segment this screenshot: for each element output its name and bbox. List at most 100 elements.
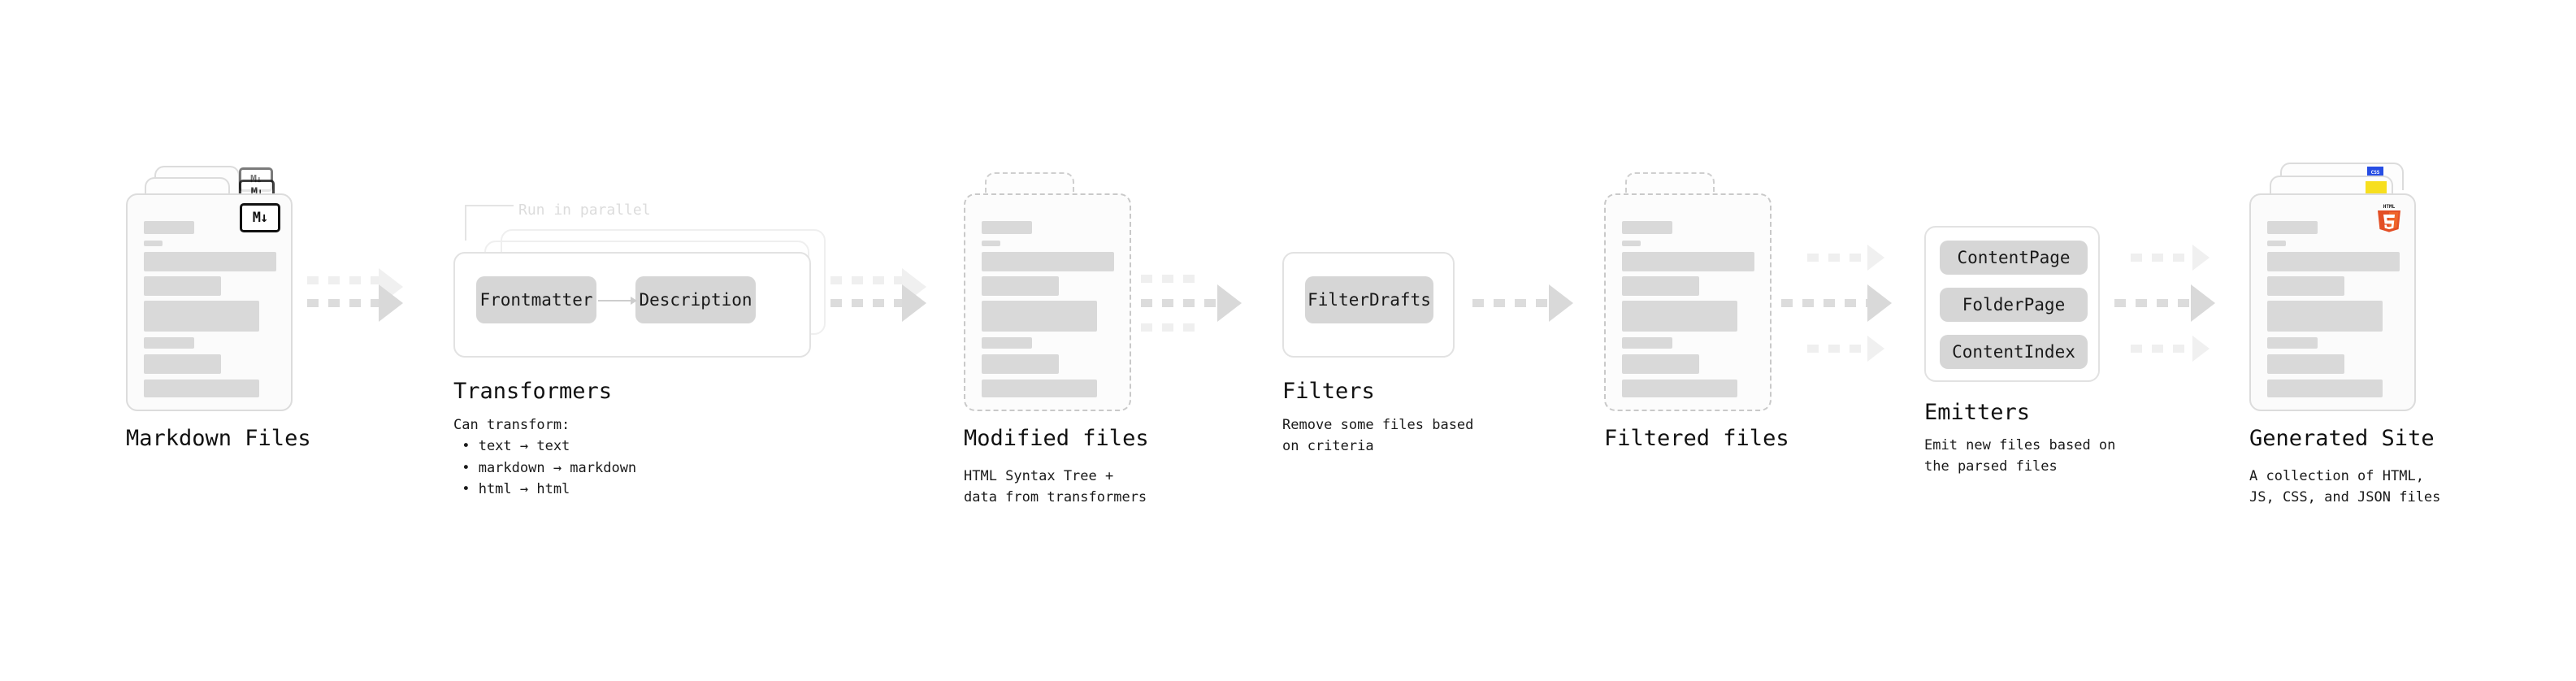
- filtered-files-card[interactable]: [1604, 193, 1772, 411]
- modified-files-card[interactable]: [964, 193, 1131, 411]
- transformer-pill-description[interactable]: Description: [635, 276, 756, 323]
- arrow-filters-to-filtered: [1472, 284, 1586, 333]
- arrow-dash-faint: [1141, 275, 1198, 283]
- skeleton-bar: [982, 241, 1000, 246]
- transformer-inner-arrow: [598, 300, 634, 301]
- skeleton-bar: [982, 221, 1032, 234]
- skeleton-bar: [144, 221, 194, 234]
- skeleton-bar: [2267, 301, 2383, 332]
- stage-title-generated-site: Generated Site: [2249, 426, 2435, 451]
- skeleton-bar: [982, 354, 1059, 374]
- skeleton-bar: [2267, 276, 2344, 296]
- transformer-pill-frontmatter[interactable]: Frontmatter: [476, 276, 596, 323]
- skeleton-bar: [2267, 221, 2318, 234]
- arrow-head: [2191, 284, 2215, 322]
- stage-subtitle-transformers: Can transform: • text → text • markdown …: [453, 417, 637, 498]
- stage-title-filters: Filters: [1282, 379, 1375, 404]
- skeleton-bar: [982, 337, 1032, 349]
- arrow-dash: [307, 299, 384, 307]
- skeleton-bar: [1622, 337, 1672, 349]
- skeleton-bar: [144, 252, 276, 271]
- skeleton-bar: [1622, 241, 1641, 246]
- filter-pill-label: FilterDrafts: [1308, 290, 1431, 310]
- arrow-head: [1549, 284, 1573, 322]
- arrow-dash-faint: [2131, 254, 2196, 262]
- stage-title-modified-files: Modified files: [964, 426, 1149, 451]
- transformers-box[interactable]: Frontmatter Description: [453, 252, 811, 358]
- skeleton-bar: [1622, 276, 1699, 296]
- skeleton-bar: [2267, 337, 2318, 349]
- skeleton-bar: [144, 301, 259, 332]
- skeleton-bar: [144, 337, 194, 349]
- arrow-dash-faint: [307, 276, 384, 284]
- markdown-badge: M↓: [240, 203, 280, 232]
- stage-subtitle-modified-files: HTML Syntax Tree + data from transformer…: [964, 468, 1147, 506]
- emitter-pill-label: FolderPage: [1962, 295, 2066, 314]
- html5-badge: HTML: [2375, 202, 2403, 234]
- filter-pill-filterdrafts[interactable]: FilterDrafts: [1305, 276, 1433, 323]
- skeleton-bar: [2267, 354, 2344, 374]
- skeleton-bar: [144, 354, 221, 374]
- stage-subtitle-emitters: Emit new files based on the parsed files: [1924, 437, 2116, 475]
- skeleton-bar: [1622, 252, 1754, 271]
- skeleton-bar: [982, 276, 1059, 296]
- emitter-pill-contentindex[interactable]: ContentIndex: [1940, 335, 2088, 369]
- arrow-head-faint: [1867, 336, 1884, 362]
- css-badge: CSS: [2367, 167, 2383, 176]
- transformer-pill-label: Description: [639, 290, 752, 310]
- stage-title-emitters: Emitters: [1924, 400, 2031, 425]
- generated-site-card[interactable]: HTML: [2249, 193, 2416, 411]
- skeleton-bar: [982, 380, 1097, 397]
- emitter-pill-label: ContentPage: [1957, 248, 2071, 267]
- run-in-parallel-label: Run in parallel: [518, 202, 651, 219]
- skeleton-bar: [2267, 241, 2286, 246]
- transformer-pill-label: Frontmatter: [479, 290, 593, 310]
- skeleton-bar: [144, 380, 259, 397]
- emitter-pill-contentpage[interactable]: ContentPage: [1940, 241, 2088, 275]
- skeleton-bar: [2267, 380, 2383, 397]
- arrow-dash: [830, 299, 908, 307]
- arrow-dash: [1472, 299, 1554, 307]
- arrow-head-faint: [2192, 336, 2210, 362]
- js-badge: [2366, 181, 2387, 194]
- filters-box[interactable]: FilterDrafts: [1282, 252, 1455, 358]
- arrow-transformers-to-modified: [830, 268, 944, 349]
- skeleton-bar: [982, 301, 1097, 332]
- arrow-dash: [1141, 299, 1222, 307]
- stage-title-markdown-files: Markdown Files: [126, 426, 311, 451]
- arrow-dash-faint: [1141, 323, 1198, 332]
- skeleton-bar: [144, 276, 221, 296]
- arrow-dash: [2114, 299, 2196, 307]
- arrow-filtered-to-emitters: [1781, 232, 1919, 379]
- arrow-emitters-to-site: [2114, 232, 2261, 379]
- emitter-pill-folderpage[interactable]: FolderPage: [1940, 288, 2088, 322]
- parallel-bracket: [465, 205, 514, 241]
- arrow-head: [379, 284, 403, 322]
- arrow-dash-faint: [2131, 345, 2196, 353]
- arrow-markdown-to-transformers: [307, 268, 421, 349]
- arrow-modified-to-filters: [1141, 268, 1263, 358]
- arrow-head: [1867, 284, 1892, 322]
- skeleton-bar: [1622, 354, 1699, 374]
- svg-text:HTML: HTML: [2383, 204, 2396, 210]
- arrow-dash-faint: [1807, 345, 1872, 353]
- markdown-file-card[interactable]: M↓: [126, 193, 293, 411]
- skeleton-bar: [982, 252, 1114, 271]
- skeleton-bar: [144, 241, 163, 246]
- skeleton-bar: [1622, 301, 1737, 332]
- arrow-dash-faint: [1807, 254, 1872, 262]
- arrow-dash: [1781, 299, 1872, 307]
- skeleton-bar: [1622, 221, 1672, 234]
- stage-subtitle-generated-site: A collection of HTML, JS, CSS, and JSON …: [2249, 468, 2441, 506]
- skeleton-bar: [2267, 252, 2400, 271]
- stage-subtitle-filters: Remove some files based on criteria: [1282, 417, 1474, 455]
- emitter-pill-label: ContentIndex: [1952, 342, 2075, 362]
- stage-title-transformers: Transformers: [453, 379, 613, 404]
- transformer-inner-arrowhead: [631, 297, 637, 305]
- arrow-dash-faint: [830, 276, 908, 284]
- emitters-box[interactable]: ContentPage FolderPage ContentIndex: [1924, 226, 2100, 382]
- skeleton-bar: [1622, 380, 1737, 397]
- arrow-head-faint: [2192, 245, 2210, 271]
- arrow-head-faint: [1867, 245, 1884, 271]
- arrow-head: [902, 284, 926, 322]
